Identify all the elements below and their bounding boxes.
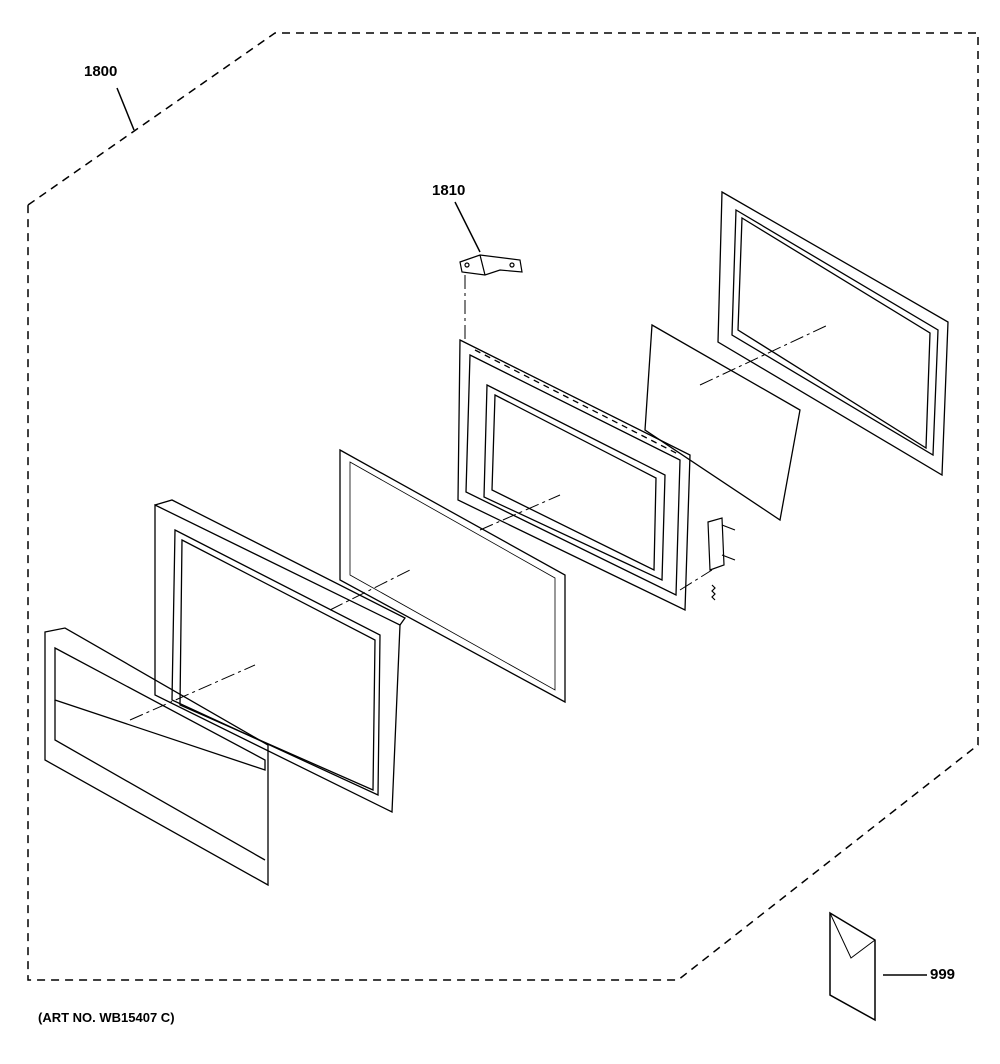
leader-1800 [116,87,135,131]
assembly-axis-lines [129,275,829,721]
callout-999: 999 [930,966,956,983]
door-latch-part [707,517,736,601]
callout-1800: 1800 [84,63,118,80]
rear-door-frame [717,190,949,477]
inner-glass-panel [644,323,801,522]
leader-1810 [454,201,481,253]
hinge-bracket-part [459,254,523,276]
door-chassis [457,338,691,612]
door-front-frame [154,499,406,814]
literature-envelope [829,911,927,1022]
door-panel-part [44,627,269,887]
callout-1810: 1810 [432,182,466,199]
outer-glass-panel [339,448,566,704]
art-number: (ART NO. WB15407 C) [38,1010,175,1025]
assembly-boundary [27,32,979,981]
outer-glass-window [349,461,556,691]
